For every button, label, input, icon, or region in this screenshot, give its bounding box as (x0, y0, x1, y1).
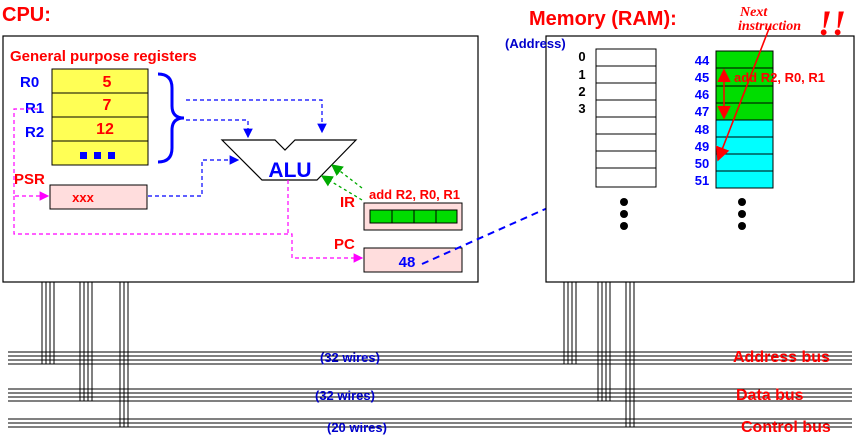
address-3: 3 (578, 101, 585, 116)
next-instruction-exclaim: !! (818, 3, 846, 43)
register-name-r2: R2 (25, 124, 44, 141)
address-bus-wires: (32 wires) (320, 350, 380, 365)
reg-to-alu-right-arrow (186, 99, 327, 134)
bus-wires (8, 282, 852, 428)
next-instruction-note-line2: instruction (738, 19, 801, 34)
psr-value: xxx (72, 190, 94, 205)
address-bus-label: Address bus (733, 349, 830, 366)
address-2: 2 (578, 84, 585, 99)
pc-label: PC (334, 236, 355, 253)
next-instruction-note-line1: Next (739, 5, 768, 20)
memory-title: Memory (RAM): (529, 8, 677, 30)
ir-instruction: add R2, R0, R1 (369, 187, 460, 202)
register-value-r0: 5 (103, 74, 112, 91)
data-bus-label: Data bus (736, 387, 804, 404)
data-bus-wires: (32 wires) (315, 388, 375, 403)
next-instruction-arrow (715, 25, 771, 162)
register-brace-icon (157, 72, 185, 164)
memory-right-ellipsis-icon (738, 198, 746, 230)
address-46: 46 (695, 87, 709, 102)
address-45: 45 (695, 70, 709, 85)
memory-left-ellipsis-icon (620, 198, 628, 230)
register-ellipsis-icon (80, 152, 115, 159)
alu-shape (220, 139, 358, 181)
ir-to-alu-arrow-2 (330, 164, 363, 189)
pc-value: 48 (399, 254, 416, 271)
to-pc-arrow (13, 196, 364, 263)
alu-label: ALU (268, 159, 311, 182)
register-name-r0: R0 (20, 74, 39, 91)
control-bus-wires: (20 wires) (327, 420, 387, 435)
register-value-r1: 7 (103, 97, 112, 114)
reg-to-alu-left-arrow (186, 119, 253, 139)
address-50: 50 (695, 156, 709, 171)
psr-label: PSR (14, 171, 45, 188)
ir-label: IR (340, 194, 355, 211)
address-48: 48 (695, 122, 709, 137)
address-1: 1 (578, 67, 585, 82)
memory-instruction: add R2, R0, R1 (734, 70, 825, 85)
registers-heading: General purpose registers (10, 48, 197, 65)
address-47: 47 (695, 104, 709, 119)
psr-to-alu-arrow (148, 155, 240, 197)
ir-to-alu-arrow (320, 175, 363, 201)
address-44: 44 (695, 53, 710, 68)
address-heading: (Address) (505, 36, 566, 51)
cpu-title: CPU: (2, 4, 51, 26)
ir-bitfield (369, 209, 458, 224)
register-value-r2: 12 (96, 121, 114, 138)
pc-box (363, 247, 463, 273)
address-49: 49 (695, 139, 709, 154)
r1-to-psr-arrow (13, 108, 50, 201)
address-51: 51 (695, 173, 709, 188)
control-bus-label: Control bus (741, 419, 831, 436)
register-file (51, 68, 149, 166)
address-0: 0 (578, 49, 585, 64)
memory-cells-left (595, 48, 657, 188)
psr-box (49, 184, 148, 210)
